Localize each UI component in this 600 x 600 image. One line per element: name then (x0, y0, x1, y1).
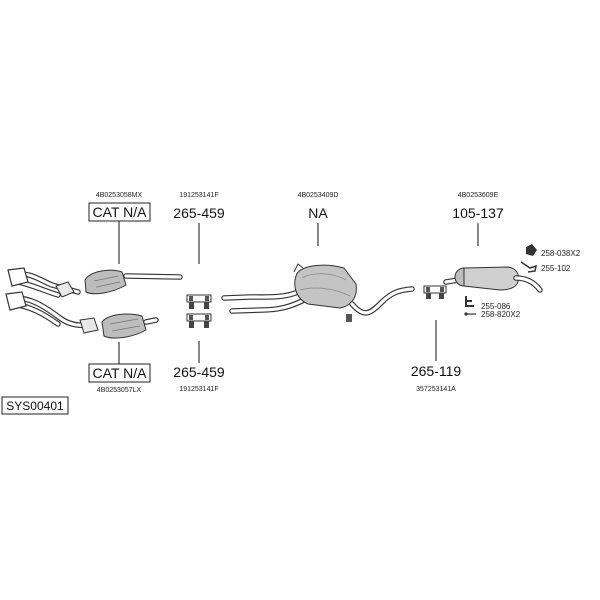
front-lower-converter-body (101, 313, 147, 339)
system-code: SYS00401 (1, 396, 69, 415)
hanger-icon (465, 296, 474, 307)
accessory-rubber-mount: 258-038X2 (526, 244, 581, 258)
front-lower-part-code: 4B0253057LX (97, 387, 142, 394)
accessory-bracket: 255-102 (520, 261, 571, 273)
clamp-upper: 191253141F 265-459 (173, 192, 225, 309)
middle-silencer-part-code: 4B0253409D (298, 192, 339, 199)
accessory-bolt: 258-820X2 (464, 310, 521, 319)
clamp-lower-number: 265-459 (173, 364, 225, 380)
rear-silencer: 4B0253609E 105-137 (443, 192, 543, 293)
middle-silencer: 4B0253409D NA (221, 192, 415, 322)
rear-clamp-number: 265-119 (411, 363, 462, 379)
rear-clamp: 265-119 357253141A (411, 285, 462, 393)
front-lower-flange (5, 291, 27, 311)
rear-silencer-body (463, 266, 519, 291)
front-upper-flange (7, 267, 29, 287)
system-code-label: SYS00401 (6, 399, 64, 413)
front-lower-label: CAT N/A (93, 365, 148, 381)
middle-silencer-body (294, 264, 357, 309)
front-lower-label-box (88, 363, 151, 383)
system-code-box (1, 396, 69, 415)
clamp-lower-part-code: 191253141F (179, 386, 218, 393)
rubber-mount-icon (526, 244, 537, 256)
accessory-number-3: 255-086 (481, 302, 511, 311)
bracket-icon (520, 261, 537, 273)
front-upper-catalyst: 4B0253058MX CAT N/A (7, 192, 183, 298)
front-upper-part-code: 4B0253058MX (96, 192, 143, 199)
accessory-number-4: 258-820X2 (481, 310, 521, 319)
accessory-number-1: 258-038X2 (541, 249, 581, 258)
front-upper-label: CAT N/A (93, 204, 148, 220)
middle-silencer-label: NA (308, 205, 328, 221)
clamp-upper-number: 265-459 (173, 205, 225, 221)
rear-clamp-part-code: 357253141A (416, 386, 456, 393)
clamp-upper-part-code: 191253141F (179, 192, 218, 199)
accessory-number-2: 255-102 (541, 264, 571, 273)
rear-silencer-part-code: 4B0253609E (458, 192, 499, 199)
front-lower-catalyst: CAT N/A 4B0253057LX (5, 291, 159, 394)
rear-silencer-number: 105-137 (452, 205, 504, 221)
accessory-hanger: 255-086 (465, 296, 511, 311)
middle-silencer-hanger (346, 314, 352, 322)
clamp-lower: 265-459 191253141F (173, 313, 225, 393)
